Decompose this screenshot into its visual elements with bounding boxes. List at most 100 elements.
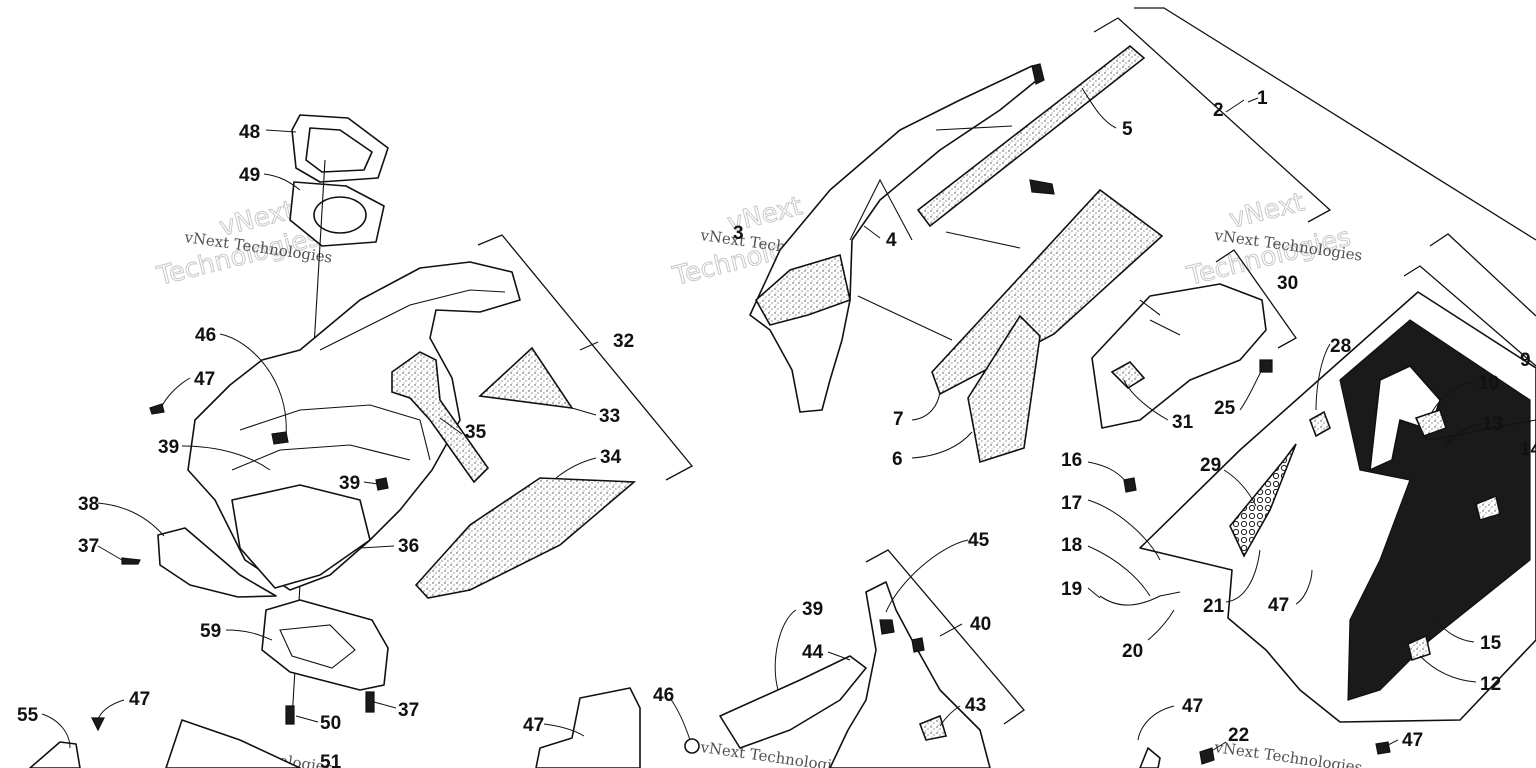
latch-icon xyxy=(1029,179,1055,195)
bracket-30 xyxy=(1215,249,1297,349)
leader-lines xyxy=(41,87,1479,753)
decal-28 xyxy=(1309,410,1331,438)
part-22 xyxy=(1139,747,1161,768)
gasket-48 xyxy=(291,114,389,183)
decal-10 xyxy=(1414,408,1448,438)
panel-30 xyxy=(1091,283,1267,429)
cowl-foam-3 xyxy=(754,253,851,326)
foam-34 xyxy=(414,477,637,599)
connector-icon xyxy=(1123,477,1137,493)
callout-10: 10 xyxy=(1478,373,1499,394)
callout-3: 3 xyxy=(733,223,744,244)
foam-43 xyxy=(918,714,948,741)
callout-47: 47 xyxy=(129,689,150,710)
plate-59 xyxy=(261,599,389,691)
rivet-icon xyxy=(285,705,295,725)
callout-37: 37 xyxy=(398,700,419,721)
plate-59-cutout xyxy=(279,624,356,669)
callout-12: 12 xyxy=(1480,674,1501,695)
inner-panel-36 xyxy=(231,484,371,589)
decal-14 xyxy=(1475,494,1501,522)
dash-housing-edge xyxy=(239,404,431,461)
bracket-40 xyxy=(865,549,1025,725)
callout-32: 32 xyxy=(613,331,634,352)
screw-icon xyxy=(149,403,165,415)
guide-line xyxy=(935,125,1013,131)
side-panel-40 xyxy=(829,581,991,768)
callout-46: 46 xyxy=(653,685,674,706)
callout-36: 36 xyxy=(398,536,419,557)
callout-15: 15 xyxy=(1480,633,1502,654)
screw-icon xyxy=(91,717,105,732)
callout-7: 7 xyxy=(893,409,904,430)
callout-39: 39 xyxy=(158,437,179,458)
callout-39: 39 xyxy=(339,473,360,494)
harness-18 xyxy=(1099,591,1181,606)
bracket-2 xyxy=(1093,17,1332,223)
rivet-icon xyxy=(365,691,375,713)
callout-34: 34 xyxy=(600,447,622,468)
lower-bracket-38 xyxy=(157,527,277,598)
grommet-icon xyxy=(271,431,289,445)
callout-22: 22 xyxy=(1228,725,1249,746)
clip-icon xyxy=(879,619,895,635)
watermark-text: vNext Technologies xyxy=(698,738,849,768)
bracket-32 xyxy=(477,234,694,481)
callout-40: 40 xyxy=(970,614,991,635)
callout-43: 43 xyxy=(965,695,986,716)
callout-50: 50 xyxy=(320,713,341,734)
callout-33: 33 xyxy=(599,406,620,427)
foam-35 xyxy=(391,351,490,484)
callout-49: 49 xyxy=(239,165,260,186)
callout-5: 5 xyxy=(1122,119,1133,140)
callout-47: 47 xyxy=(523,715,544,736)
bracket-9 xyxy=(1403,265,1536,367)
part-47 xyxy=(535,687,641,768)
grommet-icon xyxy=(375,477,389,491)
guide-line xyxy=(857,295,953,341)
center-assembly xyxy=(535,7,1536,768)
callout-20: 20 xyxy=(1122,641,1143,662)
callout-25: 25 xyxy=(1214,398,1236,419)
graphic-letter xyxy=(1369,365,1441,471)
watermark-mark: vNext xyxy=(1226,187,1307,234)
callout-9: 9 xyxy=(1520,350,1531,371)
foam-7 xyxy=(931,188,1164,396)
callout-39: 39 xyxy=(802,599,823,620)
callout-2: 2 xyxy=(1213,100,1224,121)
callout-37: 37 xyxy=(78,536,99,557)
callout-51: 51 xyxy=(320,752,342,768)
left-assembly xyxy=(29,114,694,768)
bracket-9-outer xyxy=(1429,233,1536,317)
callout-16: 16 xyxy=(1061,450,1082,471)
callout-4: 4 xyxy=(886,230,897,251)
guide-line xyxy=(1429,419,1536,441)
bracket-1 xyxy=(1134,7,1536,241)
callout-19: 19 xyxy=(1061,579,1082,600)
dash-housing-edge xyxy=(231,444,411,471)
callout-21: 21 xyxy=(1203,596,1225,617)
right-assembly xyxy=(1091,233,1536,768)
part-55 xyxy=(29,741,81,768)
trim-44 xyxy=(719,655,867,749)
latch-icon xyxy=(1031,63,1045,85)
callout-55: 55 xyxy=(17,705,39,726)
callout-47: 47 xyxy=(1182,696,1203,717)
panel-30-slot xyxy=(1139,299,1181,336)
mesh-29 xyxy=(1229,443,1297,558)
callout-6: 6 xyxy=(892,449,903,470)
callout-28: 28 xyxy=(1330,336,1351,357)
cowl-strip-4 xyxy=(849,178,913,241)
callout-44: 44 xyxy=(802,642,824,663)
callout-29: 29 xyxy=(1200,455,1221,476)
callout-30: 30 xyxy=(1277,273,1298,294)
callout-labels: 1 2 3 4 5 6 7 9 10 12 13 14 15 16 17 18 … xyxy=(17,88,1536,768)
grommet-icon xyxy=(684,738,700,754)
callout-47: 47 xyxy=(1402,730,1423,751)
callout-18: 18 xyxy=(1061,535,1082,556)
foam-33 xyxy=(478,346,574,410)
callout-46: 46 xyxy=(195,325,216,346)
callout-45: 45 xyxy=(968,530,990,551)
callout-31: 31 xyxy=(1172,412,1194,433)
